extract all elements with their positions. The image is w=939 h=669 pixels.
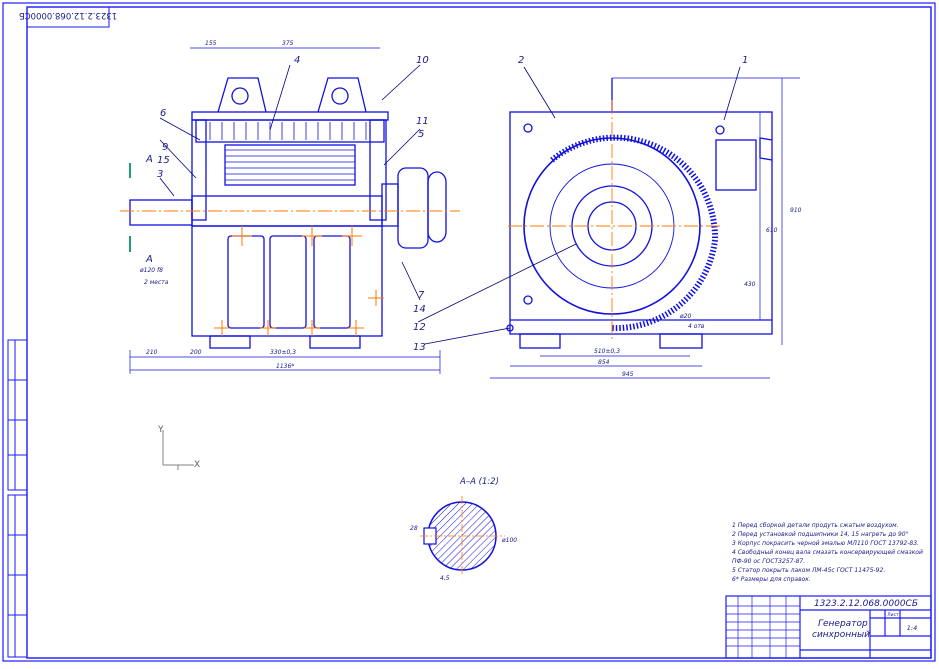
section-dim-4-5: 4,5 <box>440 575 450 582</box>
section-dim-d100: ø100 <box>501 537 517 544</box>
working-frame <box>26 6 932 659</box>
shaft-section <box>420 496 505 576</box>
pos-11: 11 <box>416 116 429 127</box>
note-4b: ПФ-90 ос ГОСТ3257-87. <box>732 558 805 565</box>
note-3: 3 Корпус покрасить черной эмалью МЛ110 Г… <box>732 540 919 547</box>
front-center-axes <box>508 100 720 340</box>
pos-14: 14 <box>413 304 426 315</box>
section-dims: 28 4,5 ø100 <box>410 525 517 582</box>
pos-1: 1 <box>742 55 748 66</box>
note-5: 5 Статор покрыть лаком ЛМ-45с ГОСТ 11475… <box>732 567 885 574</box>
stamp-rotated-text: 1323.2.12.068.0000СБ <box>19 10 117 20</box>
note-2: 2 Перед установкой подшипники 14, 15 наг… <box>732 531 909 538</box>
dim-4-holes: 4 отв <box>688 323 705 330</box>
note-1: 1 Перед сборкой детали продуть сжатым во… <box>732 522 899 529</box>
top-stamp: 1323.2.12.068.0000СБ <box>19 6 117 28</box>
title-name-1: Генератор <box>818 619 868 629</box>
pos-12: 12 <box>413 322 426 333</box>
pos-15: 15 <box>157 155 170 166</box>
title-block <box>725 595 932 659</box>
dimension-texts: 155 375 210 200 330±0,3 1136* 510±0,3 85… <box>139 40 802 378</box>
left-margin-stamp <box>7 339 28 658</box>
dim-510: 510±0,3 <box>594 348 620 355</box>
technical-notes: 1 Перед сборкой детали продуть сжатым во… <box>732 522 923 583</box>
pos-2: 2 <box>518 55 524 66</box>
dim-2-places: 2 места <box>144 279 169 286</box>
note-4: 4 Свободный конец вала смазать консервир… <box>732 549 923 556</box>
dim-d20: ø20 <box>679 313 691 320</box>
section-mark-top: А <box>145 154 153 165</box>
title-name-2: синхронный <box>812 630 870 640</box>
dim-155: 155 <box>205 40 217 47</box>
title-scale: 1:4 <box>907 624 917 632</box>
pos-13: 13 <box>413 342 426 353</box>
section-mark-bottom: А <box>145 254 153 265</box>
dim-430: 430 <box>744 281 756 288</box>
side-view <box>129 47 447 374</box>
leaders <box>159 64 741 345</box>
title-sheet: Лист <box>887 612 899 618</box>
dim-375: 375 <box>282 40 294 47</box>
axis-y-label: Y <box>157 425 164 435</box>
note-6: 6* Размеры для справок. <box>732 576 811 583</box>
dim-910: 910 <box>790 207 802 214</box>
center-marks-left <box>214 226 384 336</box>
dim-610: 610 <box>766 227 778 234</box>
pos-7: 7 <box>418 290 425 301</box>
pos-9: 9 <box>162 142 168 153</box>
section-title: А–А (1:2) <box>459 477 499 487</box>
pos-10: 10 <box>416 55 429 66</box>
pos-6: 6 <box>160 108 166 119</box>
dim-945: 945 <box>622 371 634 378</box>
dim-1136: 1136* <box>276 363 294 370</box>
coordinate-axes <box>162 430 194 470</box>
section-dim-28: 28 <box>410 525 418 532</box>
dim-330: 330±0,3 <box>270 349 296 356</box>
dim-d120: ø120 f8 <box>139 267 163 274</box>
title-code: 1323.2.12.068.0000СБ <box>814 599 918 609</box>
dim-200: 200 <box>190 349 202 356</box>
pos-3: 3 <box>157 169 163 180</box>
dim-210: 210 <box>146 349 158 356</box>
pos-4: 4 <box>294 55 300 66</box>
axis-x-label: X <box>194 460 200 470</box>
pos-5: 5 <box>418 129 424 140</box>
dim-854: 854 <box>598 359 610 366</box>
position-labels: 1 2 3 4 5 6 7 9 10 11 12 13 14 15 А А <box>145 55 748 353</box>
